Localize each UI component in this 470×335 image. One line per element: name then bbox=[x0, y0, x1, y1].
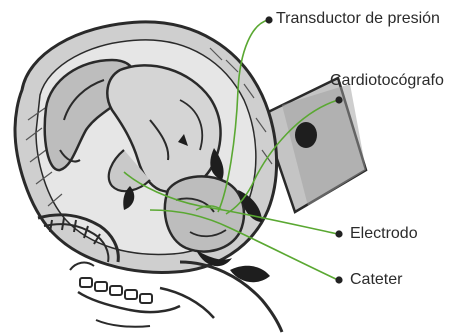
bullet-pressure-transducer bbox=[265, 16, 272, 23]
bullet-cardiotocograph bbox=[335, 96, 342, 103]
label-catheter: Cateter bbox=[350, 271, 402, 289]
bullet-catheter bbox=[335, 276, 342, 283]
bullet-electrode bbox=[335, 230, 342, 237]
label-cardiotocograph: Cardiotocógrafo bbox=[330, 72, 444, 90]
label-pressure-transducer: Transductor de presión bbox=[276, 10, 440, 28]
label-electrode: Electrodo bbox=[350, 225, 418, 243]
